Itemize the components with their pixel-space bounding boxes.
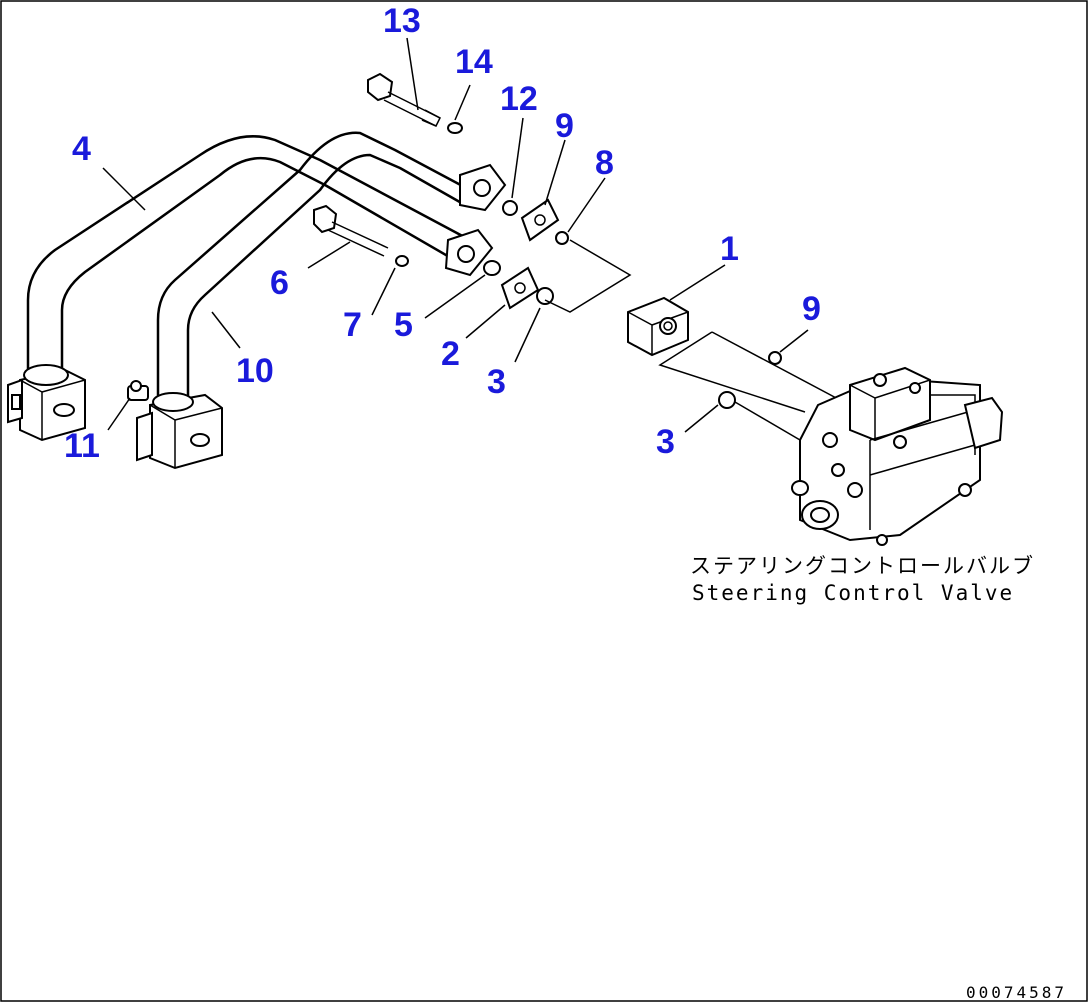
callout-4: 4 xyxy=(72,130,91,168)
part-7-washer xyxy=(395,255,409,267)
leader-lines xyxy=(102,37,809,433)
pipe-10 xyxy=(156,131,472,400)
callouts: 13 14 12 9 8 4 1 6 9 7 5 2 10 3 11 3 xyxy=(64,2,821,465)
callout-6: 6 xyxy=(270,264,289,302)
pipe-4-flange xyxy=(444,228,494,277)
steering-control-valve xyxy=(791,366,1004,546)
pipe-4-end-block xyxy=(7,364,86,442)
part-1-block xyxy=(627,296,689,357)
part-5-o-ring xyxy=(483,260,501,276)
callout-10: 10 xyxy=(236,352,274,390)
caption-english: Steering Control Valve xyxy=(692,581,1014,605)
callout-14: 14 xyxy=(455,43,493,81)
callout-5: 5 xyxy=(394,306,413,344)
callout-9: 9 xyxy=(555,107,574,145)
document-id: 00074587 xyxy=(966,983,1067,1002)
part-9-o-ring-lower xyxy=(768,351,782,365)
caption-japanese: ステアリングコントロールバルブ xyxy=(690,554,1035,578)
callout-12: 12 xyxy=(500,80,538,118)
pipe-10-flange xyxy=(459,163,507,212)
pipe-10-end-block xyxy=(136,392,223,470)
callout-2: 2 xyxy=(441,335,460,373)
callout-13: 13 xyxy=(383,2,421,40)
part-8-o-ring xyxy=(555,231,569,245)
callout-11: 11 xyxy=(64,427,100,465)
part-2-plate xyxy=(500,266,540,310)
part-12-o-ring xyxy=(502,200,518,216)
callout-3: 3 xyxy=(487,363,506,401)
part-3-o-ring-lower xyxy=(718,391,736,409)
callout-3-lower: 3 xyxy=(656,423,675,461)
part-14-washer xyxy=(447,122,463,134)
part-6-bolt xyxy=(313,204,389,257)
callout-7: 7 xyxy=(343,306,362,344)
pipe-4 xyxy=(26,135,472,377)
part-3-o-ring xyxy=(536,287,554,305)
callout-8: 8 xyxy=(595,144,614,182)
part-9-plate xyxy=(520,198,560,242)
callout-9-lower: 9 xyxy=(802,290,821,328)
callout-1: 1 xyxy=(720,230,739,268)
part-11-fitting xyxy=(127,380,149,401)
connection-lines xyxy=(544,239,841,441)
part-13-bolt xyxy=(367,72,441,127)
